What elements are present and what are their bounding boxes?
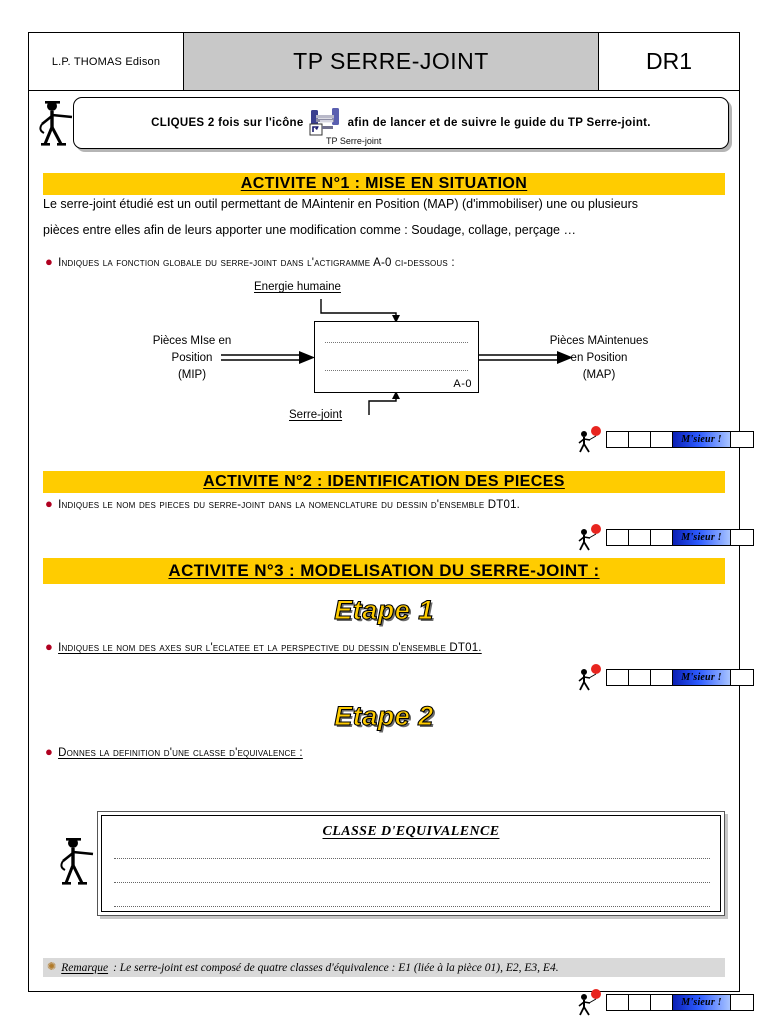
score-cell-empty[interactable] <box>731 669 753 685</box>
score-cell-empty[interactable] <box>651 994 673 1010</box>
document-header: L.P. THOMAS Edison TP SERRE-JOINT DR1 <box>29 33 739 91</box>
answer-line[interactable] <box>114 882 710 883</box>
actigramme-box-reference: A-0 <box>453 378 472 390</box>
score-cell-empty[interactable] <box>607 669 629 685</box>
school-name: L.P. THOMAS Edison <box>29 33 184 90</box>
answer-line[interactable] <box>114 858 710 859</box>
score-cell-empty[interactable] <box>629 431 651 447</box>
bullet-icon: ● <box>45 496 54 511</box>
score-cell-empty[interactable] <box>731 529 753 545</box>
answer-line[interactable] <box>114 906 710 907</box>
actigramme-input-label: Pièces MIse en Position (MIP) <box>152 335 232 381</box>
actigramme-answer-line[interactable] <box>325 342 468 344</box>
flower-icon: ✺ <box>47 961 57 973</box>
score-cell-empty[interactable] <box>629 669 651 685</box>
score-cell-empty[interactable] <box>629 994 651 1010</box>
step1-title: Etape 1 <box>29 594 739 626</box>
classe-equivalence-title: CLASSE D'EQUIVALENCE <box>322 824 500 839</box>
classe-equivalence-inner: CLASSE D'EQUIVALENCE <box>101 815 721 912</box>
step1-title-label: Etape 1 <box>334 594 434 625</box>
activity3-banner-label: ACTIVITE N°3 : MODELISATION DU SERRE-JOI… <box>168 561 600 580</box>
score-cell-empty[interactable] <box>607 994 629 1010</box>
instruction-callout: CLIQUES 2 fois sur l'icône afin de <box>73 97 729 149</box>
score-cell-msieur[interactable]: M'sieur ! <box>673 529 731 545</box>
instruction-text-before: CLIQUES 2 fois sur l'icône <box>151 117 304 129</box>
actigramme-diagram: Energie humaine A-0 Pièces MIse en Posit… <box>89 281 689 421</box>
activity1-question: ● Indiques la fonction globale du serre-… <box>45 255 455 269</box>
document-reference: DR1 <box>645 48 692 74</box>
score-cells[interactable]: M'sieur ! <box>606 528 754 546</box>
score-cell-empty[interactable] <box>629 529 651 545</box>
stickman-balloon-icon <box>578 426 601 453</box>
score-cell-empty[interactable] <box>731 994 753 1010</box>
instruction-block: CLIQUES 2 fois sur l'icône afin de <box>29 93 739 153</box>
stickman-balloon-icon <box>578 989 601 1016</box>
score-cells[interactable]: M'sieur ! <box>606 668 754 686</box>
stickman-pointer-icon <box>60 838 94 885</box>
step2-question-label: Donnes la definition d'une classe d'equi… <box>58 747 303 759</box>
step2-title-label: Etape 2 <box>334 700 434 731</box>
score-cell-msieur[interactable]: M'sieur ! <box>673 669 731 685</box>
activity1-question-label: Indiques la fonction globale du serre-jo… <box>58 257 455 269</box>
clamp-shortcut-icon[interactable] <box>308 106 344 140</box>
remarque-label: Remarque <box>61 961 109 974</box>
score-cell-empty[interactable] <box>607 431 629 447</box>
score-widget-activity2[interactable]: M'sieur ! <box>577 523 754 551</box>
activity2-banner: ACTIVITE N°2 : IDENTIFICATION DES PIECES <box>43 471 725 493</box>
score-widget-remarque[interactable]: M'sieur ! <box>577 988 754 1016</box>
activity2-banner-label: ACTIVITE N°2 : IDENTIFICATION DES PIECES <box>203 473 565 490</box>
activity2-question: ● Indiques le nom des pieces du serre-jo… <box>45 497 520 511</box>
step1-question-label: Indiques le nom des axes sur l'eclatee e… <box>58 642 482 654</box>
activity1-banner: ACTIVITE N°1 : MISE EN SITUATION <box>43 173 725 195</box>
actigramme-output-label: Pièces MAintenues en Position (MAP) <box>549 335 649 381</box>
activity3-banner: ACTIVITE N°3 : MODELISATION DU SERRE-JOI… <box>43 558 725 584</box>
actigramme-function-box[interactable]: A-0 <box>314 321 479 393</box>
stickman-pointer-icon <box>39 101 73 146</box>
score-cell-msieur[interactable]: M'sieur ! <box>673 431 731 447</box>
bullet-icon: ● <box>45 744 54 759</box>
score-cells[interactable]: M'sieur ! <box>606 430 754 448</box>
step1-question: ● Indiques le nom des axes sur l'eclatee… <box>45 640 482 654</box>
step2-title: Etape 2 <box>29 700 739 732</box>
remarque-text: : Le serre-joint est composé de quatre c… <box>113 961 559 974</box>
bullet-icon: ● <box>45 639 54 654</box>
page-title: TP SERRE-JOINT <box>184 33 599 90</box>
actigramme-mechanism-label: Serre-joint <box>289 409 343 421</box>
score-cells[interactable]: M'sieur ! <box>606 993 754 1011</box>
instruction-text-after: afin de lancer et de suivre le guide du … <box>347 117 651 129</box>
activity1-banner-label: ACTIVITE N°1 : MISE EN SITUATION <box>240 175 528 192</box>
step2-question: ● Donnes la definition d'une classe d'eq… <box>45 745 303 759</box>
activity1-paragraph-line2: pièces entre elles afin de leurs apporte… <box>43 223 576 237</box>
activity2-question-label: Indiques le nom des pieces du serre-join… <box>58 499 521 511</box>
activity1-paragraph: Le serre-joint étudié est un outil perme… <box>43 191 725 243</box>
actigramme-arrows <box>221 299 573 415</box>
bullet-icon: ● <box>45 254 54 269</box>
stickman-balloon-icon <box>578 664 601 691</box>
score-cell-msieur[interactable]: M'sieur ! <box>673 994 731 1010</box>
classe-equivalence-answer-box[interactable]: CLASSE D'EQUIVALENCE <box>97 811 725 916</box>
actigramme-answer-line[interactable] <box>325 370 468 372</box>
actigramme-control-label: Energie humaine <box>254 281 341 293</box>
score-widget-step1[interactable]: M'sieur ! <box>577 663 754 691</box>
shortcut-label: TP Serre-joint <box>326 136 382 146</box>
score-widget-activity1[interactable]: M'sieur ! <box>577 425 754 453</box>
worksheet-page: L.P. THOMAS Edison TP SERRE-JOINT DR1 CL… <box>28 32 754 1016</box>
instruction-text: CLIQUES 2 fois sur l'icône afin de <box>151 106 651 140</box>
score-cell-empty[interactable] <box>607 529 629 545</box>
activity1-paragraph-line1: Le serre-joint étudié est un outil perme… <box>43 197 639 211</box>
score-cell-empty[interactable] <box>651 669 673 685</box>
score-cell-empty[interactable] <box>651 529 673 545</box>
score-cell-empty[interactable] <box>731 431 753 447</box>
stickman-balloon-icon <box>578 524 601 551</box>
remarque-bar: ✺ Remarque : Le serre-joint est composé … <box>43 958 725 977</box>
score-cell-empty[interactable] <box>651 431 673 447</box>
